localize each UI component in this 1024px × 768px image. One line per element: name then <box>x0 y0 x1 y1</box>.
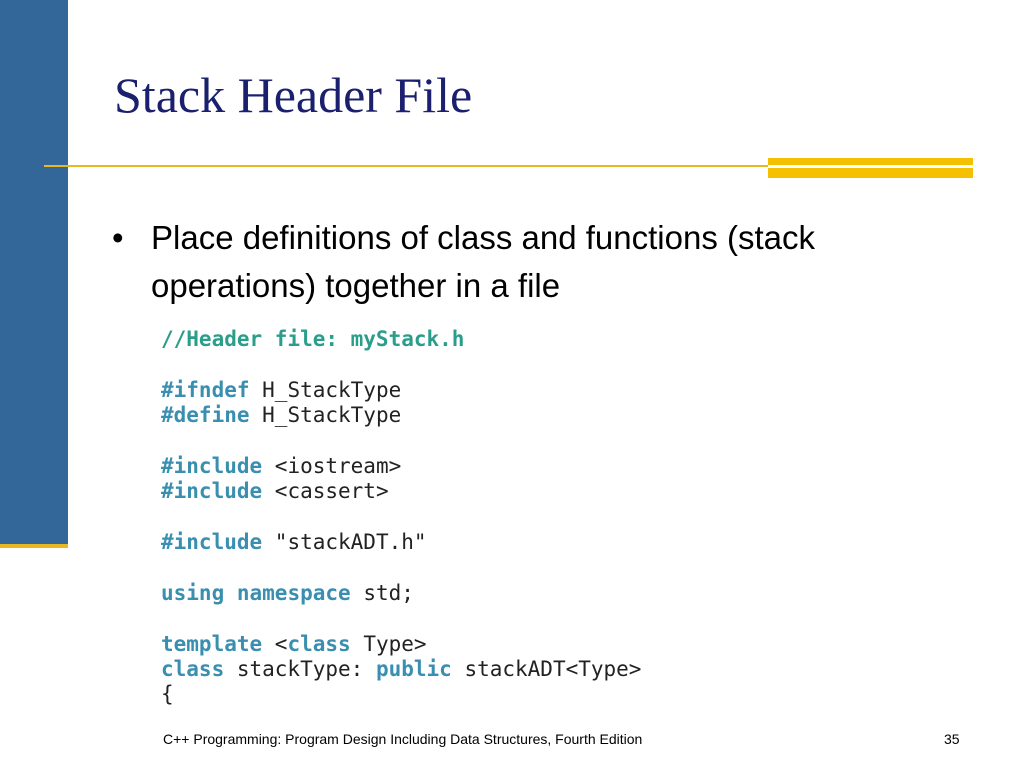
code-token-plain <box>224 581 237 605</box>
code-line: { <box>161 682 641 707</box>
slide-title: Stack Header File <box>114 67 473 123</box>
code-token-keyword: #ifndef <box>161 377 250 402</box>
sidebar-accent-line <box>0 544 68 548</box>
code-token-plain: { <box>161 682 174 707</box>
code-line: template <class Type> <box>161 632 641 657</box>
code-token-keyword: #include <box>161 453 263 478</box>
code-token-keyword: namespace <box>236 580 351 605</box>
code-token-plain: stackADT<Type> <box>451 657 642 682</box>
code-line <box>161 505 641 530</box>
code-line <box>161 429 641 454</box>
code-token-keyword: class <box>287 631 351 656</box>
code-line: #include <cassert> <box>161 479 641 504</box>
code-token-keyword: #include <box>161 530 263 555</box>
code-line: #define H_StackType <box>161 403 641 428</box>
code-token-plain: std; <box>350 580 414 605</box>
code-token-plain: <cassert> <box>262 479 389 504</box>
code-listing: //Header file: myStack.h #ifndef H_StackT… <box>161 327 641 708</box>
bullet-text: Place definitions of class and functions… <box>151 219 816 304</box>
code-token-keyword: class <box>161 657 225 682</box>
code-line: //Header file: myStack.h <box>161 327 641 352</box>
code-line <box>161 606 641 631</box>
code-line <box>161 556 641 581</box>
slide-number: 35 <box>944 731 960 747</box>
code-token-keyword: public <box>375 657 452 682</box>
code-token-plain: Type> <box>350 631 427 656</box>
code-token-keyword: using <box>161 580 225 605</box>
code-token-plain: stackType: <box>224 657 376 682</box>
footer-text: C++ Programming: Program Design Includin… <box>163 731 643 747</box>
code-line: #include <iostream> <box>161 454 641 479</box>
bullet-item: • Place definitions of class and functio… <box>112 214 982 310</box>
code-line: #include "stackADT.h" <box>161 530 641 555</box>
code-token-keyword: #include <box>161 479 263 504</box>
code-line <box>161 352 641 377</box>
code-token-plain: < <box>262 631 288 656</box>
code-token-keyword: #define <box>161 403 250 428</box>
bullet-marker: • <box>112 219 124 256</box>
code-line: #ifndef H_StackType <box>161 378 641 403</box>
code-line: using namespace std; <box>161 581 641 606</box>
code-token-plain: H_StackType <box>249 377 402 402</box>
title-accent-rule <box>768 158 973 178</box>
code-token-plain: H_StackType <box>249 403 402 428</box>
title-underline-rule <box>44 165 772 167</box>
code-token-comment: //Header file: myStack.h <box>161 327 465 351</box>
code-token-plain: <iostream> <box>262 453 402 478</box>
code-token-plain: "stackADT.h" <box>262 530 427 555</box>
sidebar-decoration <box>0 0 68 544</box>
code-line: class stackType: public stackADT<Type> <box>161 657 641 682</box>
code-token-keyword: template <box>161 631 263 656</box>
